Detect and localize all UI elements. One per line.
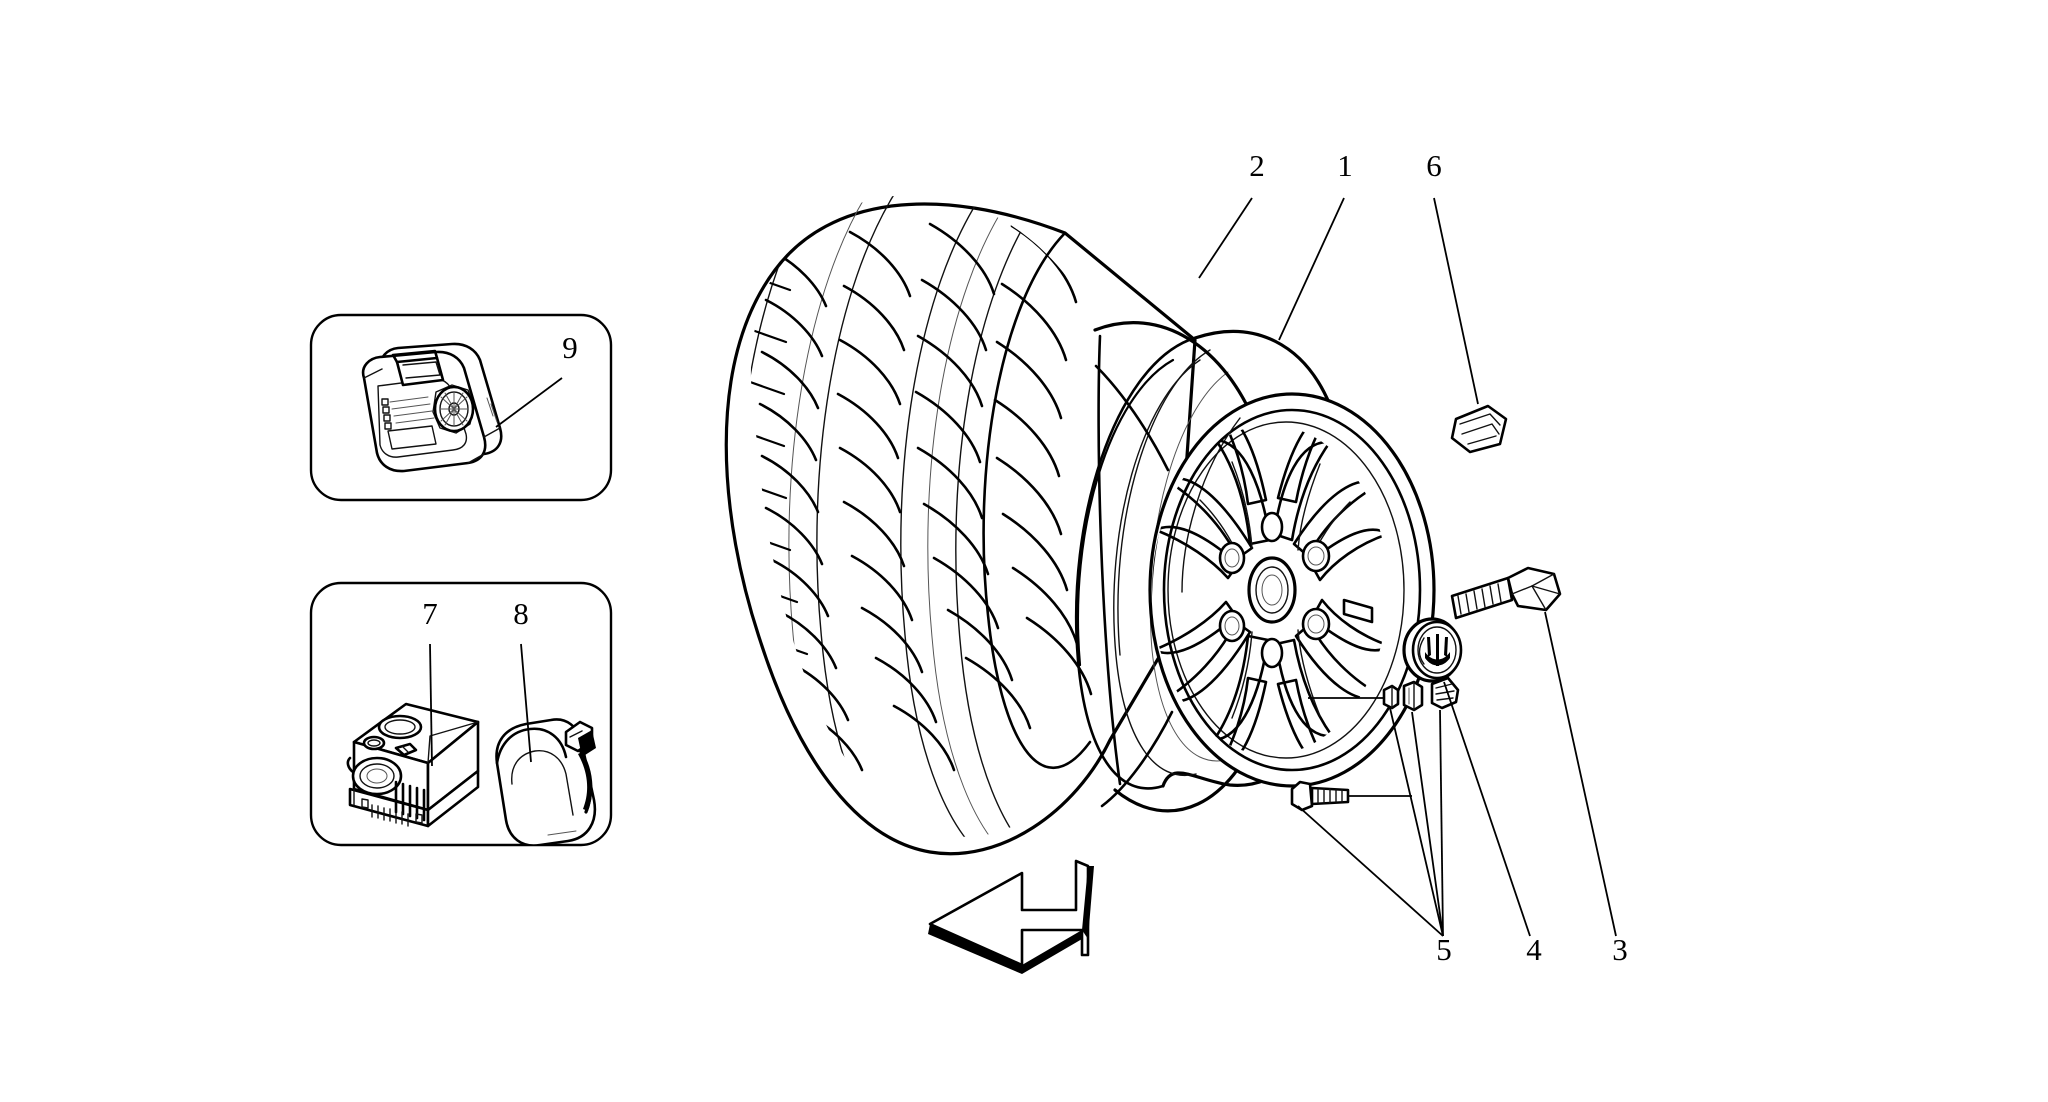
leader-5d	[1297, 805, 1444, 937]
valve-nut	[1382, 684, 1400, 710]
callout-number-3: 3	[1612, 932, 1628, 967]
leader-7	[429, 643, 433, 767]
callout-number-6: 6	[1426, 148, 1442, 183]
inflator-kit-inset	[309, 581, 613, 847]
wheel-balance-weight	[1450, 404, 1508, 454]
callout-number-4: 4	[1526, 932, 1542, 967]
leader-9	[495, 377, 563, 428]
wheel-centre-cap-trident	[1402, 617, 1463, 683]
callout-numbers: 2 1 6 5 4 3 9 7 8	[422, 148, 1628, 967]
leader-5b	[1411, 711, 1444, 937]
leader-4	[1443, 681, 1531, 937]
tyre-repair-kit-case	[361, 342, 503, 473]
forward-direction-arrow	[928, 859, 1094, 974]
callout-number-5: 5	[1436, 932, 1452, 967]
callout-number-2: 2	[1249, 148, 1265, 183]
valve-grommet	[1402, 680, 1424, 712]
tyre-repair-kit-case-inset	[309, 313, 613, 502]
leader-3	[1544, 611, 1617, 937]
valve-stem	[1290, 780, 1412, 812]
callout-number-8: 8	[513, 596, 529, 631]
callout-number-7: 7	[422, 596, 438, 631]
valve-and-sensor-components	[1290, 676, 1460, 812]
wheel-and-tyre-assembly	[724, 195, 1562, 856]
leader-5c	[1439, 709, 1444, 937]
wheel-bolt-holes	[1218, 511, 1331, 669]
wheel-hub	[1247, 556, 1297, 624]
leader-8	[520, 643, 532, 763]
leader-6	[1433, 197, 1479, 405]
sealant-bottle	[495, 718, 597, 845]
callout-leaders	[429, 197, 1617, 937]
callout-number-9: 9	[562, 330, 578, 365]
compressor-grille	[432, 384, 475, 434]
leader-1	[1278, 197, 1345, 341]
alloy-wheel-rim	[1093, 321, 1436, 813]
leader-5a	[1389, 707, 1444, 937]
leader-2	[1198, 197, 1253, 279]
trident-emblem	[1425, 634, 1450, 666]
tyre-inflator-compressor	[346, 702, 480, 828]
callout-number-1: 1	[1337, 148, 1353, 183]
valve-hole	[1342, 598, 1374, 624]
wheel-bolt	[1450, 566, 1562, 620]
